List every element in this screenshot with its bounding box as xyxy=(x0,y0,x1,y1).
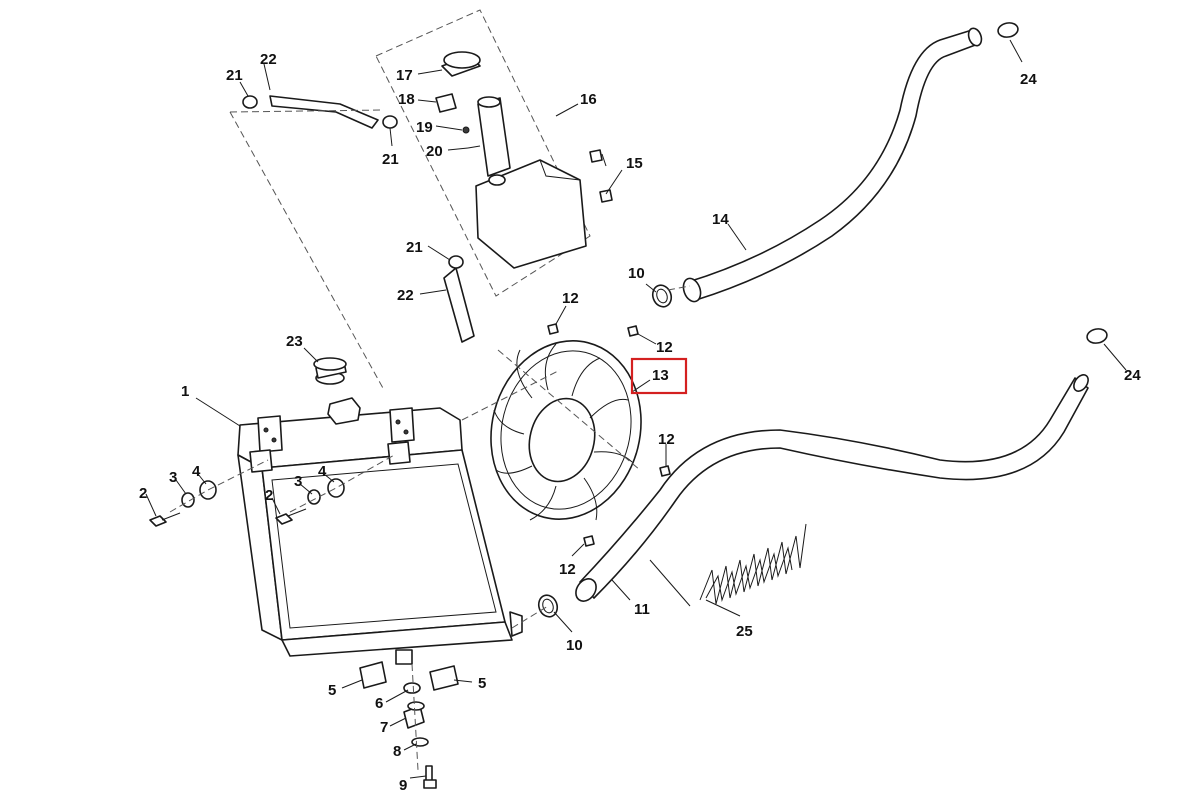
callout-2: 2 xyxy=(265,487,273,504)
callout-13: 13 xyxy=(652,367,669,384)
callout-22: 22 xyxy=(260,51,277,68)
callout-1: 1 xyxy=(181,383,189,400)
callout-4: 4 xyxy=(192,463,201,480)
bottom-mount-hardware xyxy=(359,661,459,789)
radiator-cap xyxy=(313,357,347,385)
lower-hose xyxy=(575,374,1089,602)
callout-5: 5 xyxy=(478,675,486,692)
callout-6: 6 xyxy=(375,695,383,712)
upper-hose xyxy=(682,27,983,303)
callout-18: 18 xyxy=(398,91,415,108)
callout-8: 8 xyxy=(393,743,401,760)
highlight-box xyxy=(630,357,688,395)
hose-clamps-10 xyxy=(537,284,673,618)
callout-2: 2 xyxy=(139,485,147,502)
hose-spring xyxy=(699,523,807,605)
leader-lines xyxy=(145,39,1127,779)
callout-21: 21 xyxy=(382,151,399,168)
assembly-guides xyxy=(169,285,691,771)
callout-21: 21 xyxy=(226,67,243,84)
callout-21: 21 xyxy=(406,239,423,256)
callout-10: 10 xyxy=(628,265,645,282)
radiator xyxy=(237,397,523,665)
callout-10: 10 xyxy=(566,637,583,654)
callout-3: 3 xyxy=(169,469,177,486)
callout-24: 24 xyxy=(1020,71,1037,88)
callout-12: 12 xyxy=(656,339,673,356)
callout-3: 3 xyxy=(294,473,302,490)
callout-14: 14 xyxy=(712,211,729,228)
callout-5: 5 xyxy=(328,682,336,699)
callout-20: 20 xyxy=(426,143,443,160)
hose-clamps-24 xyxy=(997,22,1108,344)
fan-bolts xyxy=(547,323,671,547)
callout-7: 7 xyxy=(380,719,388,736)
callout-12: 12 xyxy=(559,561,576,578)
callout-15: 15 xyxy=(626,155,643,172)
callout-23: 23 xyxy=(286,333,303,350)
callout-22: 22 xyxy=(397,287,414,304)
callout-17: 17 xyxy=(396,67,413,84)
callout-9: 9 xyxy=(399,777,407,794)
callout-12: 12 xyxy=(658,431,675,448)
cooling-fan xyxy=(490,340,642,521)
callout-24: 24 xyxy=(1124,367,1141,384)
callout-19: 19 xyxy=(416,119,433,136)
callout-4: 4 xyxy=(318,463,327,480)
callout-16: 16 xyxy=(580,91,597,108)
callout-12: 12 xyxy=(562,290,579,307)
callout-labels: 1 2 2 3 3 4 4 5 5 6 7 8 9 10 10 11 12 12… xyxy=(139,51,1141,794)
overflow-hoses xyxy=(229,95,475,391)
callout-11: 11 xyxy=(634,601,650,618)
callout-25: 25 xyxy=(736,623,753,640)
coolant-reservoir xyxy=(375,9,613,297)
